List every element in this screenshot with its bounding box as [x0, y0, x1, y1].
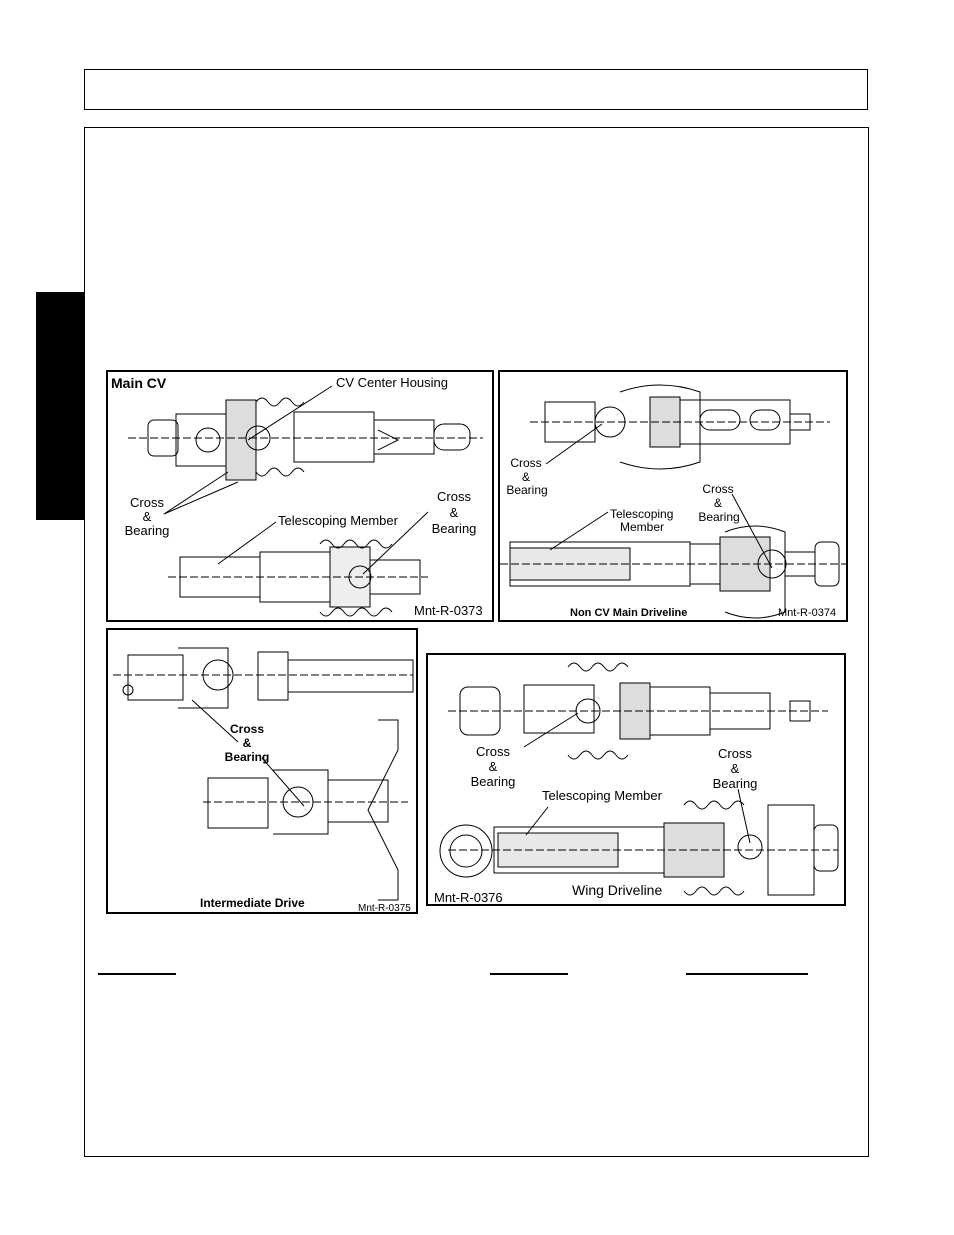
- figure-intermediate-drive: Cross & Bearing Intermediate Drive Mnt-R…: [106, 628, 418, 914]
- figure-caption: Wing Driveline: [572, 882, 663, 898]
- figure-ref: Mnt-R-0375: [358, 903, 411, 914]
- bearing-label: Bearing: [470, 774, 516, 789]
- bearing-label-2: Bearing: [698, 510, 740, 524]
- telescoping-member-label: Telescoping Member: [278, 513, 398, 528]
- column-header-rule: [490, 973, 568, 975]
- cross-label: Cross: [229, 722, 264, 736]
- figure-ref: Mnt-R-0373: [414, 603, 483, 618]
- telescoping-member-label: Telescoping Member: [542, 788, 662, 803]
- intermediate-drawing: [113, 647, 414, 901]
- non-cv-drawing: [500, 384, 846, 619]
- bearing-label: Bearing: [506, 483, 548, 497]
- page-header-box: [84, 69, 868, 110]
- figure-wing-driveline: Cross & Bearing Telescoping Member Cross…: [426, 653, 846, 906]
- cv-center-housing-label: CV Center Housing: [336, 375, 448, 390]
- bearing-label-2: Bearing: [712, 776, 758, 791]
- figure-non-cv-driveline: Cross & Bearing Telescoping Member Cross…: [498, 370, 848, 622]
- section-tab: [36, 292, 84, 520]
- cross-label: Cross: [130, 495, 164, 510]
- member-label: Member: [620, 520, 665, 534]
- wing-drawing: [439, 662, 839, 896]
- amp-label-2: &: [449, 505, 459, 520]
- cross-label-2: Cross: [437, 489, 471, 504]
- bearing-label: Bearing: [224, 750, 270, 764]
- figure-ref: Mnt-R-0376: [434, 890, 503, 905]
- column-header-rule: [686, 973, 808, 975]
- amp-label: &: [242, 736, 252, 750]
- telescoping-label: Telescoping: [610, 507, 674, 521]
- amp-label-2: &: [730, 761, 740, 776]
- figure-main-cv: Main CV CV Center Housing Cross & Bearin…: [106, 370, 494, 622]
- content-box: [84, 127, 869, 1157]
- main-cv-drawing: [128, 385, 483, 617]
- figure-caption: Intermediate Drive: [200, 896, 305, 910]
- figure-caption: Non CV Main Driveline: [570, 607, 688, 619]
- cross-label-2: Cross: [718, 746, 752, 761]
- amp-label: &: [142, 509, 152, 524]
- bearing-label: Bearing: [124, 523, 170, 538]
- column-header-rule: [98, 973, 176, 975]
- cross-label: Cross: [510, 456, 542, 470]
- main-cv-title: Main CV: [111, 375, 167, 391]
- amp-label: &: [488, 759, 498, 774]
- cross-label: Cross: [476, 744, 510, 759]
- amp-label: &: [521, 470, 530, 484]
- bearing-label-2: Bearing: [431, 521, 477, 536]
- cross-label-2: Cross: [702, 482, 734, 496]
- figure-ref: Mnt-R-0374: [778, 607, 837, 619]
- amp-label-2: &: [713, 496, 722, 510]
